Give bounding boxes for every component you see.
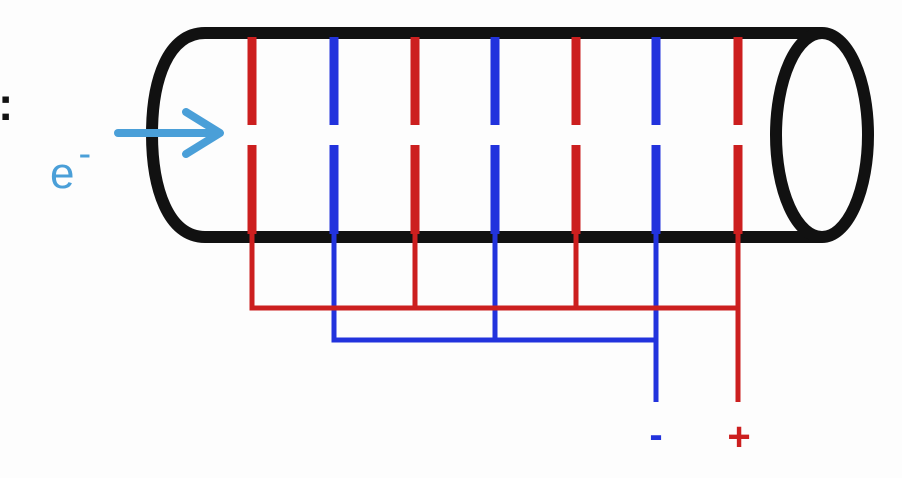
electrodes	[247, 37, 743, 234]
edge-mark: :	[0, 78, 13, 130]
right-arrow-icon	[114, 108, 224, 158]
drift-tube	[145, 27, 874, 243]
electron-symbol: e	[50, 149, 74, 198]
positive-terminal-label: +	[727, 415, 750, 459]
electron-charge: -	[78, 133, 91, 175]
negative-terminal-label: -	[649, 413, 662, 457]
electron-label: e-	[50, 133, 91, 198]
tube-right-opening	[770, 27, 874, 243]
wiring	[249, 234, 741, 402]
